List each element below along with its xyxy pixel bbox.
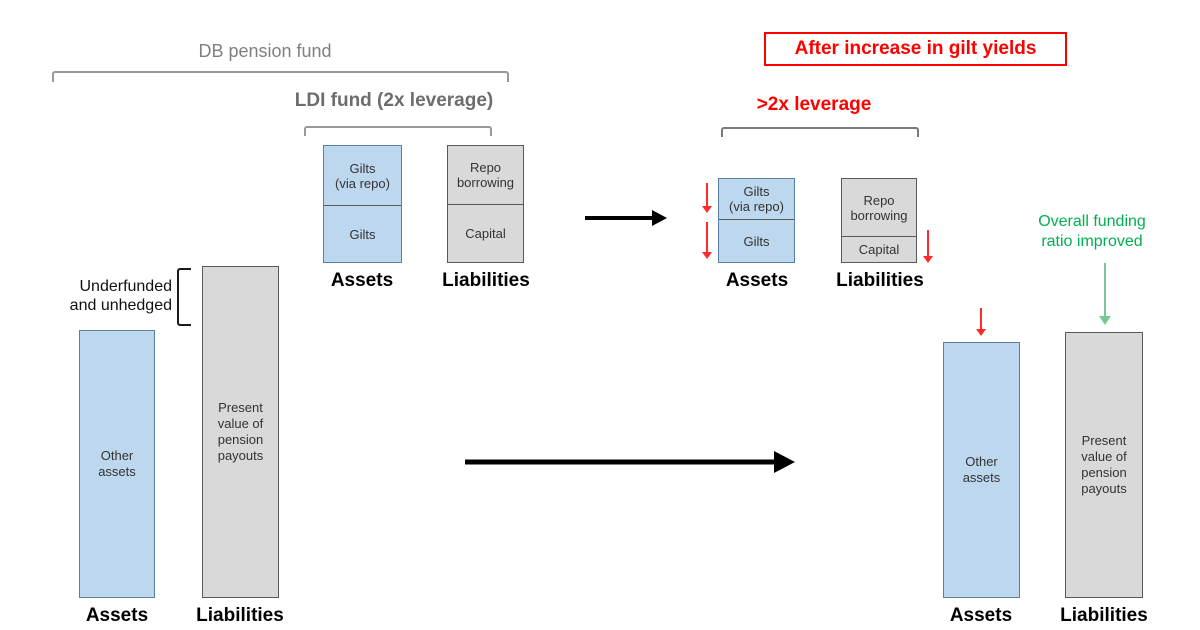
pension-transition-arrow-icon (465, 451, 795, 473)
after-pension-assets-axis-label: Assets (949, 605, 1013, 626)
capital-decrease-arrow-icon (922, 230, 934, 263)
ldi-fund-bracket (304, 126, 492, 136)
pension-liabilities-bar: Present value of pension payouts (202, 266, 279, 598)
after-pension-liabilities-axis-label: Liabilities (1060, 605, 1148, 626)
gilts-repo-decrease-arrow-icon (701, 183, 713, 213)
ldi-assets-axis-label: Assets (330, 270, 394, 291)
assets-decrease-arrow-icon (975, 308, 987, 336)
after-leverage-bracket (721, 127, 919, 137)
pension-assets-bar: Other assets (79, 330, 155, 598)
gilts-via-repo-segment: Gilts (via repo) (335, 160, 390, 191)
after-ldi-assets-axis-label: Assets (725, 270, 789, 291)
funding-ratio-note: Overall funding ratio improved (1038, 213, 1146, 250)
ldi-transition-arrow-icon (585, 210, 667, 226)
repo-borrowing-segment: Repo borrowing (456, 160, 515, 190)
after-pension-liabilities-bar: Present value of pension payouts (1065, 332, 1143, 598)
gilts-segment: Gilts (324, 205, 401, 262)
after-gilts-segment: Gilts (719, 219, 794, 262)
underfunded-note: Underfunded and unhedged (69, 278, 172, 314)
pension-liabilities-axis-label: Liabilities (196, 605, 284, 626)
db-pension-fund-bracket (52, 71, 509, 82)
ldi-liabilities-bar: Repo borrowing Capital (447, 145, 524, 263)
underfunded-bracket (177, 268, 191, 326)
after-capital-segment: Capital (842, 236, 916, 262)
after-ldi-liabilities-axis-label: Liabilities (836, 270, 924, 291)
ldi-liabilities-axis-label: Liabilities (442, 270, 530, 291)
after-ldi-liabilities-bar: Repo borrowing Capital (841, 178, 917, 263)
funding-improved-arrow-icon (1099, 263, 1111, 325)
after-leverage-label: >2x leverage (756, 94, 872, 115)
pension-assets-axis-label: Assets (85, 605, 149, 626)
after-title-box: After increase in gilt yields (764, 32, 1067, 66)
after-pension-assets-bar: Other assets (943, 342, 1020, 598)
db-pension-fund-title: DB pension fund (198, 41, 332, 61)
ldi-assets-bar: Gilts (via repo) Gilts (323, 145, 402, 263)
after-repo-borrowing-segment: Repo borrowing (850, 192, 908, 223)
after-ldi-assets-bar: Gilts (via repo) Gilts (718, 178, 795, 263)
gilts-decrease-arrow-icon (701, 222, 713, 259)
capital-segment: Capital (448, 204, 523, 262)
ldi-fund-title: LDI fund (2x leverage) (294, 90, 494, 111)
after-gilts-via-repo-segment: Gilts (via repo) (729, 184, 784, 214)
